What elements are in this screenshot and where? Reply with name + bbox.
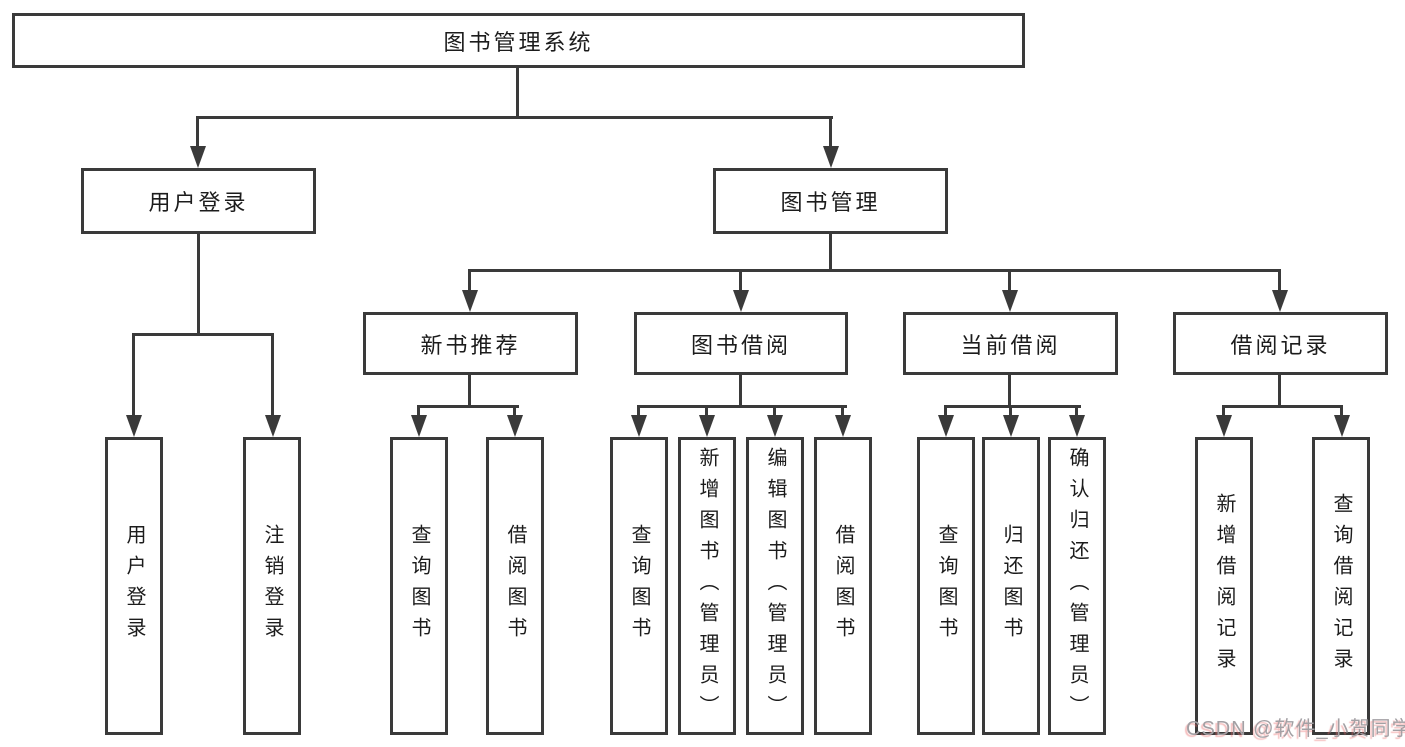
leaf-edit-book-admin: 编辑图书（管理员） — [746, 437, 804, 735]
arrowhead — [823, 146, 839, 168]
arrowhead — [1334, 415, 1350, 437]
node-label: 查询图书 — [628, 524, 650, 648]
connector-line — [1008, 375, 1011, 408]
node-label: 注销登录 — [261, 524, 283, 648]
connector-line — [705, 405, 708, 419]
arrowhead — [411, 415, 427, 437]
connector-line — [468, 375, 471, 408]
arrowhead — [190, 146, 206, 168]
leaf-query-books-borrowing: 查询图书 — [610, 437, 668, 735]
arrowhead — [1272, 290, 1288, 312]
connector-line — [637, 405, 640, 419]
leaf-return-books: 归还图书 — [982, 437, 1040, 735]
node-borrow-records: 借阅记录 — [1173, 312, 1388, 375]
node-label: 新增借阅记录 — [1213, 493, 1235, 679]
connector-line — [196, 116, 833, 119]
connector-line — [1222, 405, 1225, 419]
arrowhead — [1002, 290, 1018, 312]
leaf-borrow-books: 借阅图书 — [814, 437, 872, 735]
node-label: 借阅图书 — [504, 524, 526, 648]
connector-line — [513, 405, 516, 419]
connector-line — [1075, 405, 1078, 419]
arrowhead — [1216, 415, 1232, 437]
node-label: 编辑图书（管理员） — [764, 446, 786, 726]
connector-line — [468, 269, 471, 293]
node-label: 图书借阅 — [690, 332, 791, 358]
connector-line — [132, 333, 274, 336]
arrowhead — [733, 290, 749, 312]
arrowhead — [126, 415, 142, 437]
leaf-add-borrow-record: 新增借阅记录 — [1195, 437, 1253, 735]
csdn-watermark: CSDN @软件_小贺同学 — [1186, 718, 1405, 740]
node-label: 当前借阅 — [960, 332, 1061, 358]
connector-line — [829, 234, 832, 271]
connector-line — [271, 333, 274, 419]
arrowhead — [938, 415, 954, 437]
connector-line — [468, 269, 1281, 272]
arrowhead — [835, 415, 851, 437]
node-book-management: 图书管理 — [713, 168, 948, 234]
leaf-user-login: 用户登录 — [105, 437, 163, 735]
node-label: 查询图书 — [408, 524, 430, 648]
connector-line — [196, 116, 199, 150]
leaf-confirm-return-admin: 确认归还（管理员） — [1048, 437, 1106, 735]
connector-line — [944, 405, 1081, 408]
connector-line — [637, 405, 847, 408]
node-label: 借阅图书 — [832, 524, 854, 648]
node-label: 新增图书（管理员） — [696, 446, 718, 726]
node-book-borrowing: 图书借阅 — [634, 312, 848, 375]
leaf-query-books-recommend: 查询图书 — [390, 437, 448, 735]
arrowhead — [1069, 415, 1085, 437]
leaf-add-book-admin: 新增图书（管理员） — [678, 437, 736, 735]
connector-line — [739, 375, 742, 408]
leaf-logout: 注销登录 — [243, 437, 301, 735]
leaf-query-borrow-record: 查询借阅记录 — [1312, 437, 1370, 735]
connector-line — [197, 234, 200, 335]
arrowhead — [631, 415, 647, 437]
node-current-borrowing: 当前借阅 — [903, 312, 1118, 375]
node-label: 查询图书 — [935, 524, 957, 648]
connector-line — [1278, 375, 1281, 408]
node-label: 图书管理系统 — [443, 29, 594, 55]
connector-line — [1222, 405, 1343, 408]
leaf-query-books-current: 查询图书 — [917, 437, 975, 735]
arrowhead — [265, 415, 281, 437]
connector-line — [1278, 269, 1281, 293]
connector-line — [1008, 269, 1011, 293]
arrowhead — [1003, 415, 1019, 437]
connector-line — [1009, 405, 1012, 419]
leaf-borrow-books-recommend: 借阅图书 — [486, 437, 544, 735]
connector-line — [739, 269, 742, 293]
connector-line — [841, 405, 844, 419]
connector-line — [829, 116, 832, 150]
node-label: 用户登录 — [123, 524, 145, 648]
node-label: 查询借阅记录 — [1330, 493, 1352, 679]
node-new-book-recommend: 新书推荐 — [363, 312, 578, 375]
connector-line — [417, 405, 420, 419]
node-label: 借阅记录 — [1230, 332, 1331, 358]
arrowhead — [699, 415, 715, 437]
node-label: 用户登录 — [148, 190, 249, 215]
connector-line — [1340, 405, 1343, 419]
node-label: 归还图书 — [1000, 524, 1022, 648]
arrowhead — [507, 415, 523, 437]
arrowhead — [462, 290, 478, 312]
arrowhead — [767, 415, 783, 437]
node-user-login: 用户登录 — [81, 168, 316, 234]
node-label: 确认归还（管理员） — [1066, 446, 1088, 726]
connector-line — [417, 405, 519, 408]
connector-line — [516, 68, 519, 118]
connector-line — [773, 405, 776, 419]
connector-line — [132, 333, 135, 419]
node-library-management-system: 图书管理系统 — [12, 13, 1025, 68]
node-label: 图书管理 — [780, 190, 881, 215]
connector-line — [944, 405, 947, 419]
node-label: 新书推荐 — [420, 332, 521, 358]
